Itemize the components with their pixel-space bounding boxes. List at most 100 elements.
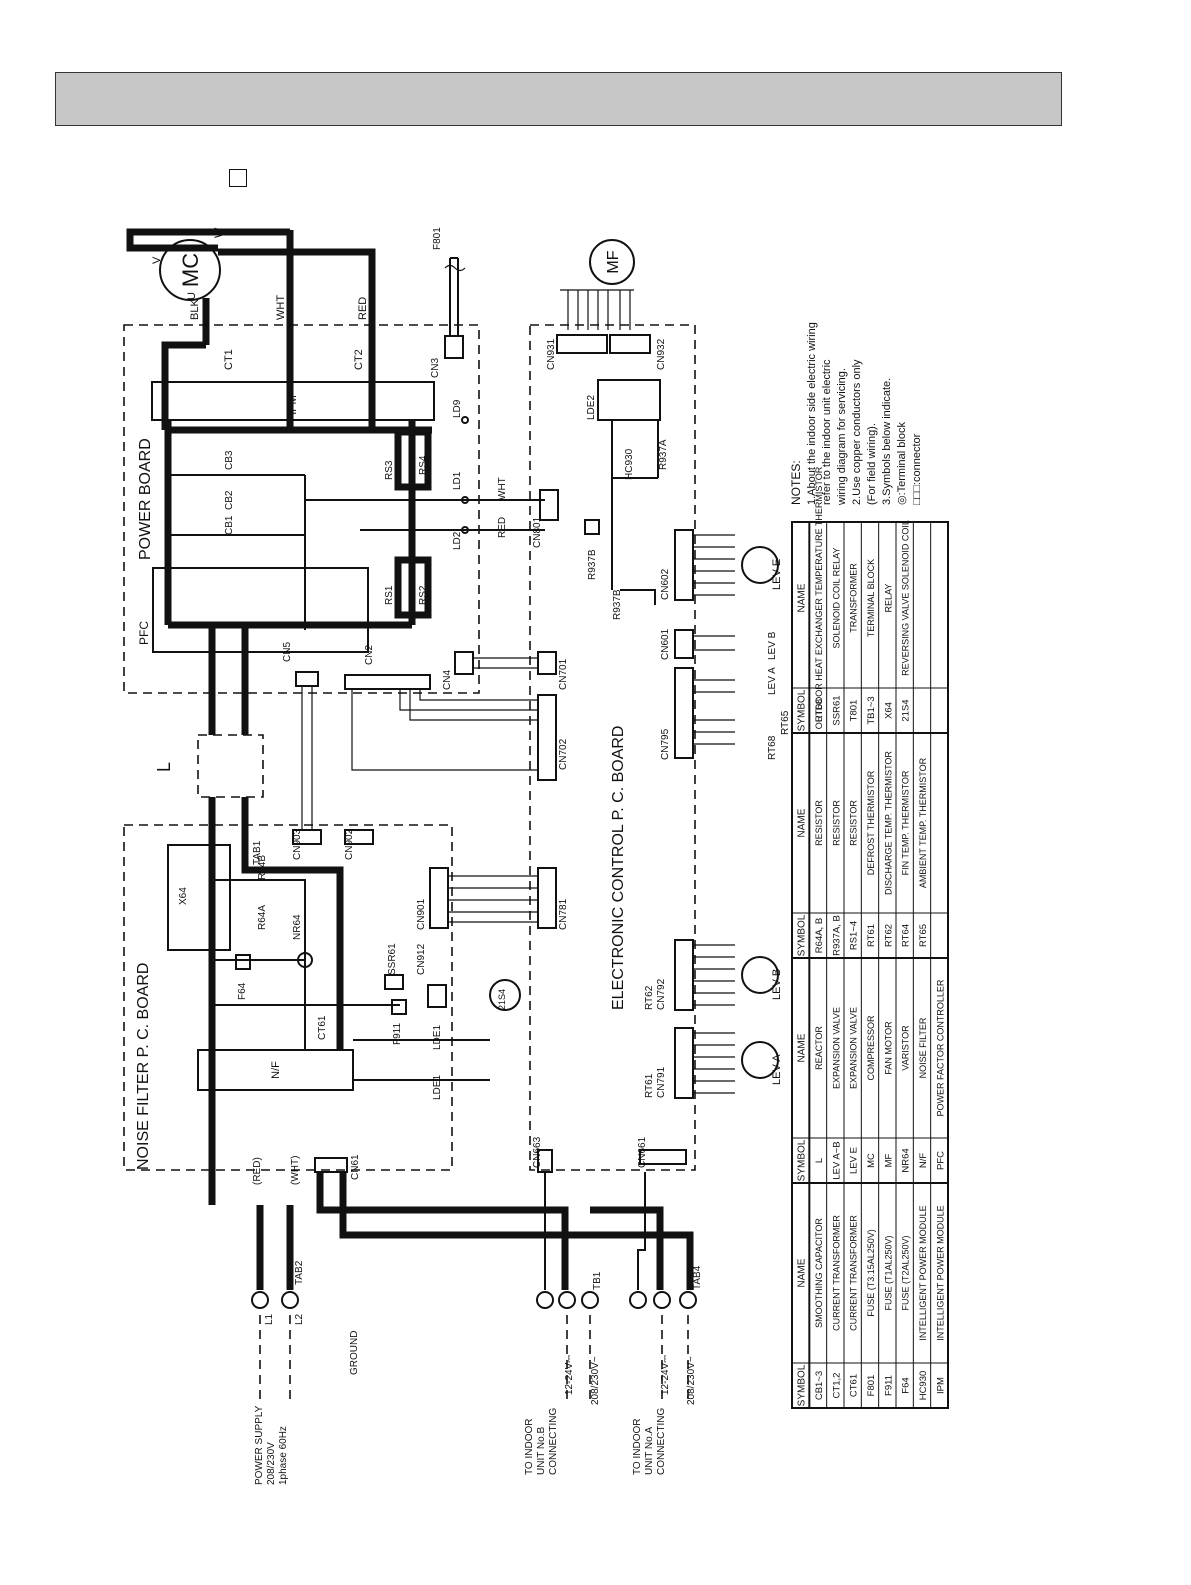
ssr61-label: SSR61 [387, 943, 398, 975]
legend-symbol: CB1~3 [814, 1371, 825, 1400]
legend-header-symbol: SYMBOL [797, 1139, 808, 1181]
ct2-label: CT2 [353, 349, 365, 370]
legend-symbol: HC930 [918, 1371, 929, 1401]
legend-symbol: MF [883, 1153, 894, 1167]
legend-name: RESISTOR [831, 800, 841, 846]
legend-name: INTELLIGENT POWER MODULE [935, 1205, 945, 1340]
svg-text:1phase 60Hz: 1phase 60Hz [278, 1426, 289, 1485]
legend-name: SMOOTHING CAPACITOR [814, 1218, 824, 1328]
indoor-unit-a-label: TO INDOOR UNIT No.A CONNECTING [632, 1408, 667, 1475]
ground-label: GROUND [349, 1331, 360, 1375]
cb3-label: CB3 [224, 450, 235, 470]
legend-symbol: PFC [935, 1151, 946, 1170]
f64-label: F64 [237, 982, 248, 1000]
legend-symbol: F911 [883, 1375, 894, 1396]
rt61-label: RT68 [767, 735, 778, 760]
legend-header-name: NAME [797, 1033, 808, 1062]
ac-voltage-b: 208/230V~ [590, 1356, 601, 1405]
svg-text:2.Use copper conductors only: 2.Use copper conductors only [851, 359, 863, 505]
svg-text:1.About the indoor side electr: 1.About the indoor side electric wiring [806, 322, 818, 505]
svg-text:CONNECTING: CONNECTING [656, 1408, 667, 1475]
21s4-label: 21S4 [497, 989, 507, 1010]
svg-text:TO INDOOR: TO INDOOR [524, 1419, 535, 1475]
tb1-label: TAB2 [294, 1260, 305, 1285]
legend-name: FUSE (T1AL250V) [883, 1235, 893, 1310]
rt65-label: LEV B [767, 631, 778, 660]
f801-label: R937B [587, 549, 598, 580]
rt64-label: F801 [432, 227, 443, 250]
cb1-label: CB1 [224, 515, 235, 535]
power-board-outline [123, 324, 480, 694]
cn3-label: CN3 [430, 358, 441, 378]
signal-voltage-b: 12-24V⎓ [564, 1355, 575, 1395]
legend-symbol: MC [866, 1153, 877, 1168]
svg-text:3.Symbols below indicate.: 3.Symbols below indicate. [881, 378, 893, 505]
cn61-label: CN61 [350, 1154, 361, 1180]
ld1-wire-wht: WHT [497, 477, 508, 500]
svg-text:□□□:connector: □□□:connector [911, 433, 923, 505]
legend-symbol: R937A, B [831, 915, 842, 956]
nf-label: N/F [270, 1061, 282, 1079]
legend-name: COMPRESSOR [866, 1015, 876, 1081]
cn601-label: CN661 [637, 1136, 648, 1168]
legend-name: FUSE (T3.15AL250V) [866, 1229, 876, 1317]
lev-a-coil [741, 1041, 779, 1079]
r64a-label: R64A [257, 905, 268, 930]
legend-name: TERMINAL BLOCK [866, 559, 876, 637]
electronic-board-outline [529, 324, 696, 1171]
hc930-label: LDE2 [586, 395, 597, 420]
wire-label-red: RED [357, 297, 369, 320]
svg-text:POWER SUPPLY: POWER SUPPLY [254, 1405, 265, 1485]
legend-symbol: RS1~4 [849, 921, 860, 950]
signal-voltage-a: 12-24V⎓ [660, 1355, 671, 1395]
pfc-label: PFC [137, 621, 151, 645]
wire-label-blk: BLK [189, 299, 201, 320]
legend-name: RESISTOR [814, 800, 824, 846]
legend-symbol: F64 [901, 1377, 912, 1393]
x64-relay [167, 844, 231, 951]
rs1-label: RS1 [384, 585, 395, 605]
legend-name: FAN MOTOR [883, 1021, 893, 1075]
legend-symbol: IPM [935, 1377, 946, 1394]
compressor-label: MC [178, 253, 203, 287]
rs2-label: RS2 [418, 585, 429, 605]
legend-name: CURRENT TRANSFORMER [849, 1215, 859, 1331]
cn901-label: CN901 [416, 898, 427, 930]
cn791-color: RT61 [644, 1073, 655, 1098]
cn2-label: CN2 [364, 645, 375, 665]
hc930-block [597, 379, 661, 421]
cn791-label: CN791 [656, 1066, 667, 1098]
svg-text:refer to the indoor unit elect: refer to the indoor unit electric [821, 359, 833, 505]
cn903-label: CN903 [292, 828, 303, 860]
phase-v: V [151, 256, 163, 264]
cn5-label: CN5 [282, 642, 293, 662]
legend-name: FIN TEMP. THERMISTOR [901, 770, 911, 875]
reactor-outline [197, 734, 264, 798]
terminal-l2: L2 [294, 1313, 305, 1325]
ld9-label: LD9 [452, 399, 463, 418]
noise-filter-block [197, 1049, 354, 1091]
ac-voltage-a: 208/230V~ [686, 1356, 697, 1405]
svg-text:TO INDOOR: TO INDOOR [632, 1419, 643, 1475]
ld2-label: LD2 [452, 531, 463, 550]
legend-name: TRANSFORMER [849, 563, 859, 633]
svg-text:wiring diagram for servicing.: wiring diagram for servicing. [836, 368, 848, 506]
cn702-label: CN702 [558, 738, 569, 770]
compressor-motor: MC [159, 239, 221, 301]
connector-symbol-box [229, 169, 247, 187]
reversing-valve-coil [489, 979, 521, 1011]
legend-name: SOLENOID COIL RELAY [831, 547, 841, 648]
cb2-label: CB2 [224, 490, 235, 510]
legend-name: DISCHARGE TEMP. THERMISTOR [883, 751, 893, 895]
indoor-unit-b-label: TO INDOOR UNIT No.B CONNECTING [524, 1408, 559, 1475]
legend-symbol: LEV A~B [831, 1141, 842, 1179]
rs3-label: RS3 [384, 460, 395, 480]
legend-header-name: NAME [797, 808, 808, 837]
ipm-block [151, 381, 435, 421]
legend-symbol: RT61 [866, 924, 877, 947]
legend-name: CURRENT TRANSFORMER [831, 1215, 841, 1331]
tab4-label: TAB1 [252, 840, 263, 865]
legend-name: NOISE FILTER [918, 1017, 928, 1078]
legend-symbol: RT62 [883, 924, 894, 947]
